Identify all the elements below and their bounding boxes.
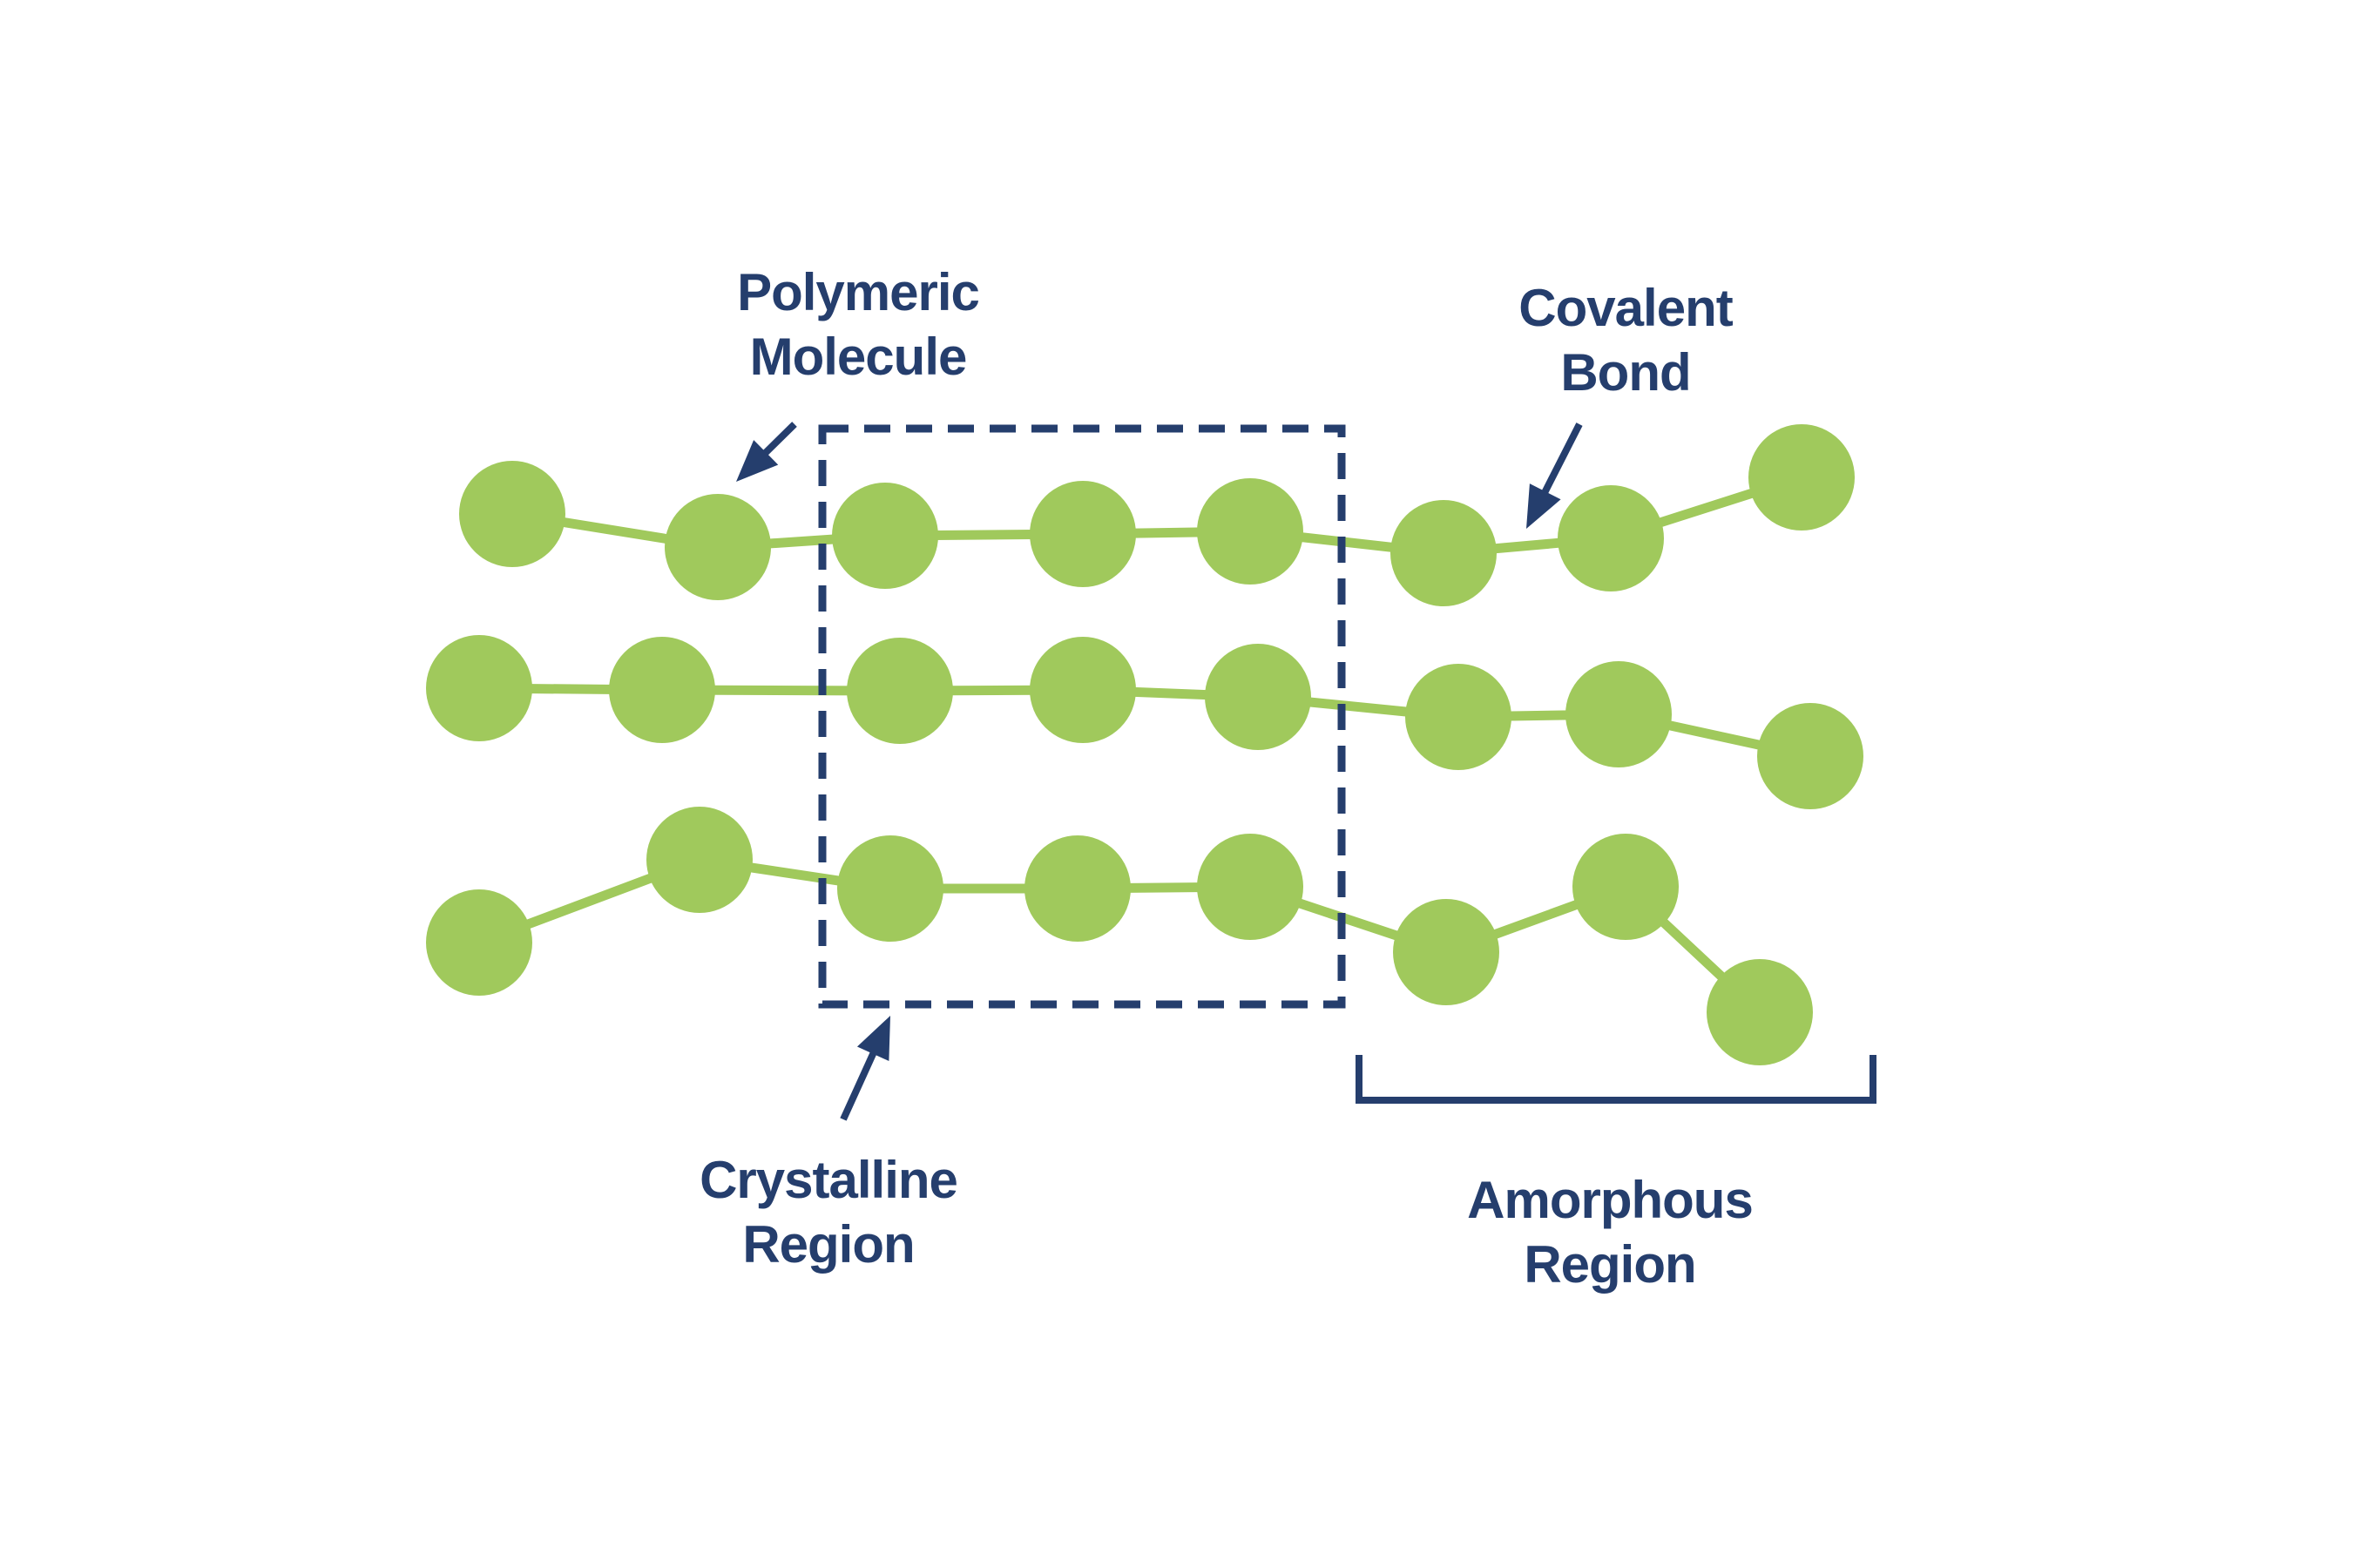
covalent-bond-arrow-shaft: [1539, 422, 1583, 498]
monomer-circle: [426, 889, 532, 996]
amorphous-region-label-line1: Amorphous: [1467, 1171, 1754, 1229]
polymeric-molecule-label-line2: Molecule: [749, 328, 968, 386]
monomer-circle: [1707, 959, 1813, 1065]
monomer-circle: [1757, 703, 1863, 809]
monomer-circle: [1197, 478, 1303, 585]
monomer-circle: [426, 635, 532, 741]
monomer-circle: [1405, 664, 1511, 770]
monomer-circle: [1393, 899, 1499, 1005]
monomer-circle: [1565, 661, 1672, 767]
monomer-circle: [609, 637, 715, 743]
polymeric-molecule-arrow-shaft: [760, 422, 797, 459]
polymeric-molecule-label: Polymeric Molecule: [737, 260, 980, 389]
monomer-circle: [459, 461, 565, 567]
crystalline-region-arrow-head: [856, 1016, 890, 1061]
crystalline-region-label: Crystalline Region: [700, 1148, 958, 1277]
monomer-circle: [837, 835, 943, 942]
monomer-circle: [1024, 835, 1131, 942]
monomer-circle: [665, 494, 771, 600]
amorphous-region-label-line2: Region: [1524, 1235, 1696, 1294]
amorphous-region-bracket: [1356, 1055, 1876, 1104]
covalent-bond-label-line2: Bond: [1560, 343, 1691, 402]
crystalline-region-label-line2: Region: [742, 1215, 915, 1274]
monomer-circle: [1572, 834, 1679, 940]
covalent-bond-arrow-head: [1526, 483, 1561, 529]
monomer-circle: [1030, 481, 1136, 587]
monomer-circle: [1205, 644, 1311, 750]
covalent-bond-label-line1: Covalent: [1518, 279, 1733, 337]
covalent-bond-label: Covalent Bond: [1518, 276, 1733, 405]
monomer-circle: [646, 807, 753, 913]
monomer-circle: [1558, 485, 1664, 591]
crystalline-region-arrow-shaft: [840, 1047, 879, 1121]
monomer-circle: [832, 483, 938, 589]
polymeric-molecule-arrow-head: [736, 440, 779, 482]
monomer-circle: [1390, 500, 1497, 606]
crystalline-region-label-line1: Crystalline: [700, 1151, 958, 1209]
polymeric-molecule-label-line1: Polymeric: [737, 263, 980, 321]
monomer-circle: [847, 638, 953, 744]
monomer-circle: [1030, 637, 1136, 743]
monomer-circle: [1748, 424, 1855, 531]
monomer-circle: [1197, 834, 1303, 940]
amorphous-region-label: Amorphous Region: [1467, 1168, 1754, 1297]
crystalline-region-box: [818, 424, 1346, 1009]
